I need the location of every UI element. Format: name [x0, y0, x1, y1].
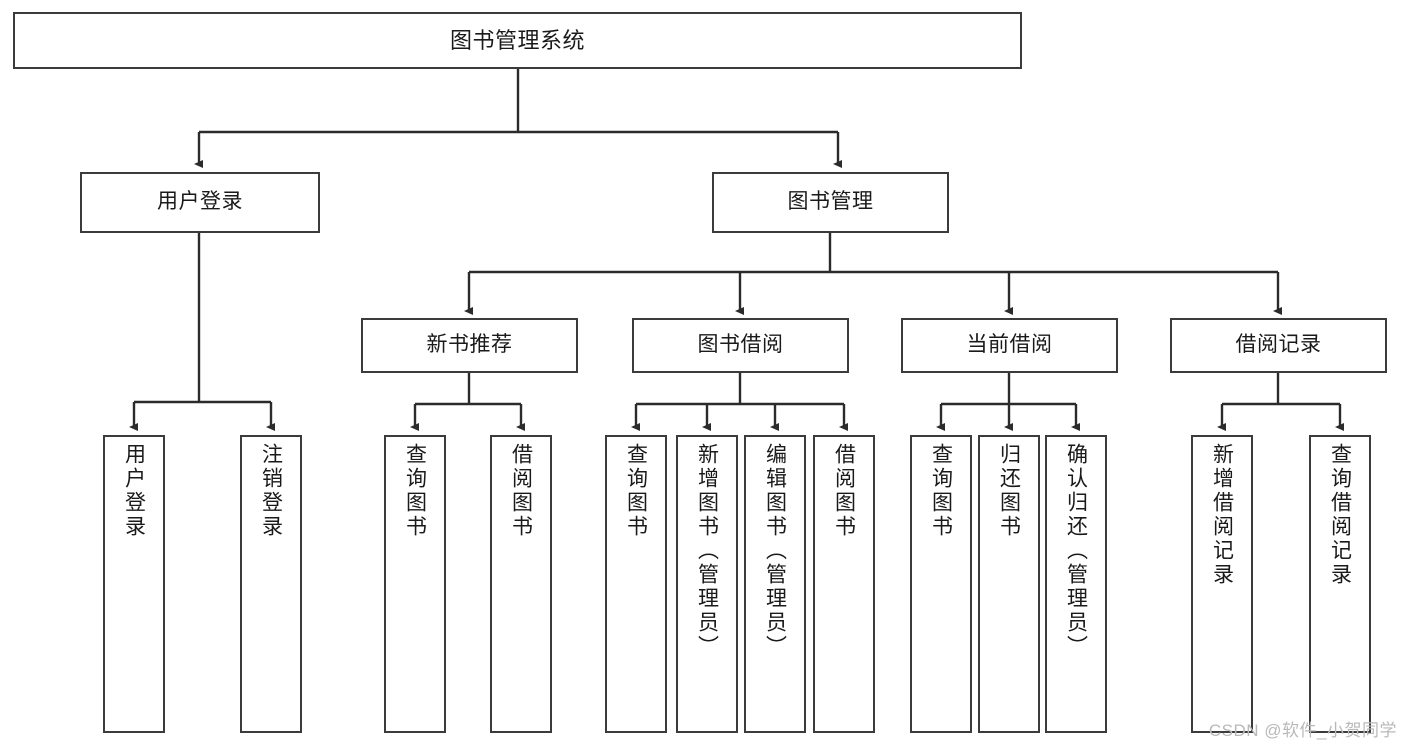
- node-leaf-query-book-1[interactable]: 查询图书: [384, 435, 446, 733]
- node-book-borrow[interactable]: 图书借阅: [632, 318, 849, 373]
- node-leaf-logout[interactable]: 注销登录: [240, 435, 302, 733]
- node-leaf-return-book[interactable]: 归还图书: [978, 435, 1040, 733]
- node-leaf-add-book-label: 新增图书（管理员）: [695, 443, 719, 659]
- node-current-borrow-label: 当前借阅: [966, 333, 1053, 357]
- node-book-borrow-label: 图书借阅: [697, 333, 784, 357]
- node-leaf-edit-book[interactable]: 编辑图书（管理员）: [744, 435, 806, 733]
- node-user-login[interactable]: 用户登录: [80, 172, 320, 233]
- node-leaf-add-record[interactable]: 新增借阅记录: [1191, 435, 1253, 733]
- node-new-book-recommend-label: 新书推荐: [426, 333, 513, 357]
- node-leaf-confirm-return[interactable]: 确认归还（管理员）: [1045, 435, 1107, 733]
- node-leaf-query-book-2-label: 查询图书: [624, 443, 648, 539]
- node-leaf-borrow-book-1[interactable]: 借阅图书: [490, 435, 552, 733]
- node-leaf-query-book-3-label: 查询图书: [929, 443, 953, 539]
- node-new-book-recommend[interactable]: 新书推荐: [361, 318, 578, 373]
- node-leaf-confirm-return-label: 确认归还（管理员）: [1064, 443, 1088, 659]
- node-leaf-query-record-label: 查询借阅记录: [1328, 443, 1352, 587]
- node-book-management[interactable]: 图书管理: [712, 172, 949, 233]
- node-root-label: 图书管理系统: [449, 27, 585, 53]
- node-root[interactable]: 图书管理系统: [13, 12, 1022, 69]
- node-user-login-label: 用户登录: [157, 190, 243, 214]
- node-borrow-record-label: 借阅记录: [1235, 333, 1322, 357]
- node-leaf-query-record[interactable]: 查询借阅记录: [1309, 435, 1371, 733]
- node-book-management-label: 图书管理: [787, 190, 874, 214]
- node-leaf-query-book-2[interactable]: 查询图书: [605, 435, 667, 733]
- node-leaf-query-book-3[interactable]: 查询图书: [910, 435, 972, 733]
- watermark-text: CSDN @软件_小贺同学: [1208, 721, 1397, 740]
- node-borrow-record[interactable]: 借阅记录: [1170, 318, 1387, 373]
- node-leaf-return-book-label: 归还图书: [997, 443, 1021, 539]
- node-leaf-user-login-label: 用户登录: [122, 443, 146, 539]
- node-leaf-borrow-book-2-label: 借阅图书: [832, 443, 856, 539]
- node-leaf-add-book[interactable]: 新增图书（管理员）: [676, 435, 738, 733]
- node-leaf-logout-label: 注销登录: [259, 443, 283, 539]
- node-leaf-add-record-label: 新增借阅记录: [1210, 443, 1234, 587]
- node-leaf-user-login[interactable]: 用户登录: [103, 435, 165, 733]
- node-leaf-query-book-1-label: 查询图书: [403, 443, 427, 539]
- node-leaf-borrow-book-2[interactable]: 借阅图书: [813, 435, 875, 733]
- node-leaf-borrow-book-1-label: 借阅图书: [509, 443, 533, 539]
- node-leaf-edit-book-label: 编辑图书（管理员）: [763, 443, 787, 659]
- node-current-borrow[interactable]: 当前借阅: [901, 318, 1118, 373]
